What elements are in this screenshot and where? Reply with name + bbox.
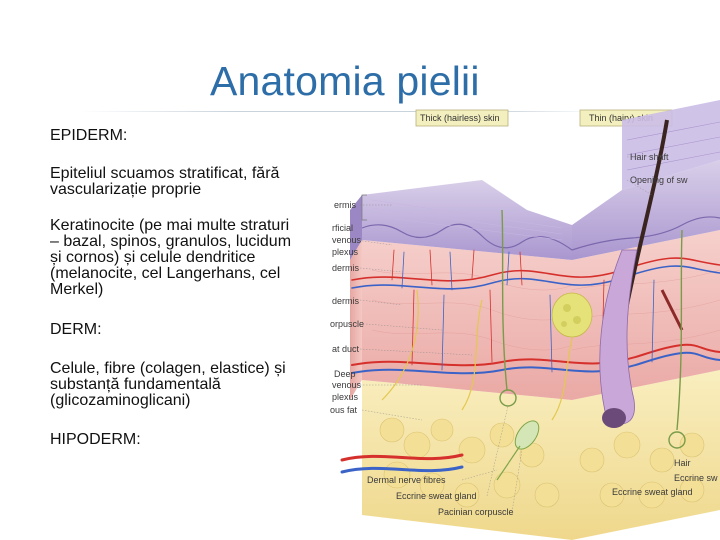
- blood-vessels: [340, 249, 720, 474]
- svg-text:orpuscle: orpuscle: [330, 319, 364, 329]
- svg-text:ermis: ermis: [334, 200, 356, 210]
- svg-text:plexus: plexus: [332, 392, 359, 402]
- epiderm-p2-line-2: – bazal, spinos, granulos, lucidum: [50, 233, 292, 250]
- pacinian-corpuscle: [496, 420, 540, 481]
- svg-text:Thin (hairy) skin: Thin (hairy) skin: [589, 113, 653, 123]
- svg-text:venous: venous: [332, 380, 362, 390]
- svg-text:venous: venous: [332, 235, 362, 245]
- svg-text:Deep: Deep: [334, 369, 356, 379]
- hipoderm-heading-block: HIPODERM:: [50, 430, 141, 449]
- slide-title: Anatomia pielii: [210, 58, 480, 104]
- left-side-labels: ermis rficial venous plexus dermis dermi…: [330, 194, 473, 421]
- derm-heading-block: DERM:: [50, 320, 102, 339]
- skin-anatomy-illustration: Thick (hairless) skin Thin (hairy) skin: [330, 100, 720, 540]
- thin-epidermis: [571, 100, 720, 260]
- bottom-labels: Dermal nerve fibres Eccrine sweat gland …: [367, 405, 523, 517]
- svg-text:dermis: dermis: [332, 263, 360, 273]
- epiderm-p1-line-1: Epiteliul scuamos stratificat, fără: [50, 165, 280, 182]
- epiderm-p2-line-4: (melanocite, cel Langerhans, cel: [50, 265, 281, 282]
- svg-text:Eccrine sw: Eccrine sw: [674, 473, 718, 483]
- svg-text:at duct: at duct: [332, 344, 360, 354]
- svg-text:Hair: Hair: [674, 458, 691, 468]
- derm-p1-line-1: Celule, fibre (colagen, elastice) și: [50, 360, 286, 377]
- thick-skin-label: Thick (hairless) skin: [415, 109, 509, 127]
- epiderm-p1-line-2: vascularizație proprie: [50, 181, 202, 198]
- svg-text:Eccrine sweat gland: Eccrine sweat gland: [612, 487, 693, 497]
- hair-follicle: [551, 119, 684, 428]
- svg-text:ous fat: ous fat: [330, 405, 358, 415]
- svg-text:dermis: dermis: [332, 296, 360, 306]
- svg-text:plexus: plexus: [332, 247, 359, 257]
- svg-text:Pacinian corpuscle: Pacinian corpuscle: [438, 507, 514, 517]
- epiderm-paragraph-2: Keratinocite (pe mai multe straturi – ba…: [50, 218, 340, 298]
- right-side-labels: Hair shaft Opening of sw Hair Eccrine sw…: [612, 152, 718, 497]
- epiderm-p2-line-3: și cornos) și celule dendritice: [50, 249, 256, 266]
- derm-heading: DERM:: [50, 321, 102, 338]
- svg-text:Eccrine sweat gland: Eccrine sweat gland: [396, 491, 477, 501]
- svg-text:Hair shaft: Hair shaft: [630, 152, 669, 162]
- thick-epidermis: [350, 180, 573, 260]
- epiderm-paragraph-1: Epiteliul scuamos stratificat, fără vasc…: [50, 166, 340, 198]
- svg-text:Thick (hairless) skin: Thick (hairless) skin: [420, 113, 500, 123]
- hipoderm-heading: HIPODERM:: [50, 431, 141, 448]
- sweat-glands: [499, 209, 686, 449]
- svg-text:Dermal nerve fibres: Dermal nerve fibres: [367, 475, 446, 485]
- epiderm-heading: EPIDERM:: [50, 127, 128, 144]
- epiderm-p2-line-1: Keratinocite (pe mai multe straturi: [50, 217, 290, 234]
- epiderm-heading-block: EPIDERM:: [50, 126, 127, 145]
- derm-p1-line-2: substanță fundamentală: [50, 376, 221, 393]
- svg-text:Opening of sw: Opening of sw: [630, 175, 688, 185]
- svg-text:rficial: rficial: [332, 223, 353, 233]
- title-divider: [80, 111, 600, 112]
- epiderm-p2-line-5: Merkel): [50, 281, 104, 298]
- derm-paragraph-1: Celule, fibre (colagen, elastice) și sub…: [50, 361, 340, 409]
- derm-p1-line-3: (glicozaminoglicani): [50, 392, 191, 409]
